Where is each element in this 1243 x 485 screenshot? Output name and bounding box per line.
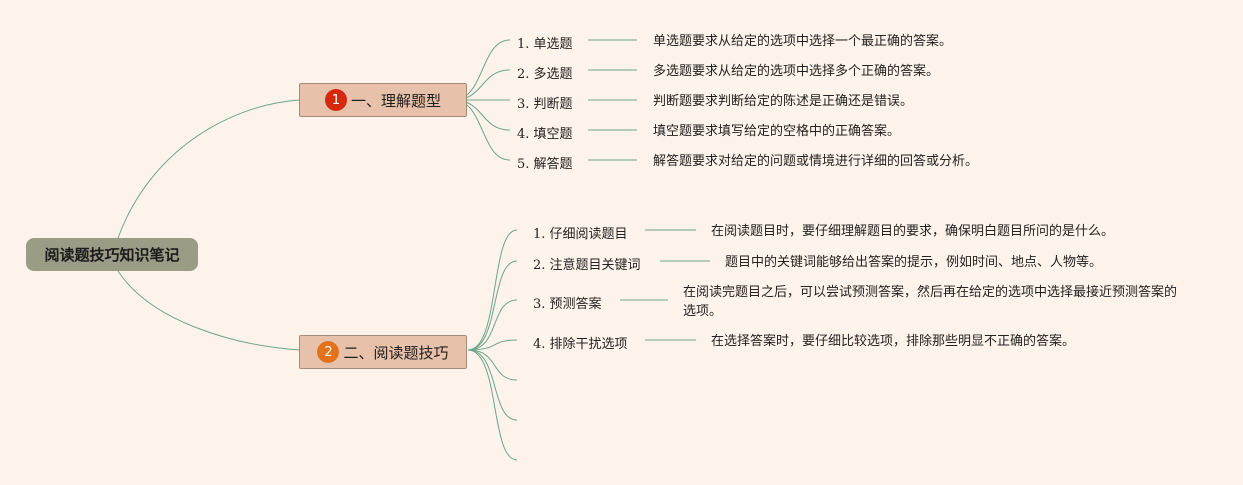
desc-fill-in-blank: 填空题要求填写给定的空格中的正确答案。 [653,124,901,139]
branch-reading-techniques[interactable]: 2 二、阅读题技巧 [299,335,467,369]
number-two-badge-icon: 2 [317,341,340,363]
desc-true-false: 判断题要求判断给定的陈述是正确还是错误。 [653,94,914,109]
leaf-read-carefully[interactable]: 1. 仔细阅读题目 [533,227,628,242]
branch-label: 一、理解题型 [350,91,441,110]
number-one-badge-icon: 1 [324,89,347,111]
desc-single-choice: 单选题要求从给定的选项中选择一个最正确的答案。 [653,34,953,49]
branch-2-leaf-connector [467,349,518,461]
branch-understanding-question-types[interactable]: 1 一、理解题型 [299,83,467,117]
leaf-true-false[interactable]: 3. 判断题 [517,97,573,112]
desc-predict-answer: 在阅读完题目之后，可以尝试预测答案，然后再在给定的选项中选择最接近预测答案的选项… [683,285,1178,319]
root-to-branch-2-connector [117,270,300,351]
branch-2-leaf-connector [467,229,518,351]
desc-multiple-choice: 多选题要求从给定的选项中选择多个正确的答案。 [653,64,940,79]
branch-label: 二、阅读题技巧 [343,343,449,362]
desc-keywords: 题目中的关键词能够给出答案的提示，例如时间、地点、人物等。 [725,255,1103,270]
branch-2-leaf-connector [467,349,518,421]
leaf-predict-answer[interactable]: 3. 预测答案 [533,297,602,312]
root-node[interactable]: 阅读题技巧知识笔记 [26,238,198,271]
root-to-branch-1-connector [117,99,300,239]
desc-open-answer: 解答题要求对给定的问题或情境进行详细的回答或分析。 [653,154,979,169]
leaf-fill-in-blank[interactable]: 4. 填空题 [517,127,573,142]
leaf-multiple-choice[interactable]: 2. 多选题 [517,67,573,82]
root-label: 阅读题技巧知识笔记 [44,246,180,264]
branch-2-leaf-connector [467,339,518,351]
leaf-single-choice[interactable]: 1. 单选题 [517,37,573,52]
desc-eliminate-distractors: 在选择答案时，要仔细比较选项，排除那些明显不正确的答案。 [711,334,1076,349]
leaf-open-answer[interactable]: 5. 解答题 [517,157,573,172]
leaf-eliminate-distractors[interactable]: 4. 排除干扰选项 [533,337,628,352]
leaf-keywords[interactable]: 2. 注意题目关键词 [533,258,641,273]
branch-2-leaf-connector [467,299,518,351]
branch-2-leaf-connector [467,349,518,381]
branch-2-leaf-connector [467,260,518,351]
desc-read-carefully: 在阅读题目时，要仔细理解题目的要求，确保明白题目所问的是什么。 [711,224,1115,239]
